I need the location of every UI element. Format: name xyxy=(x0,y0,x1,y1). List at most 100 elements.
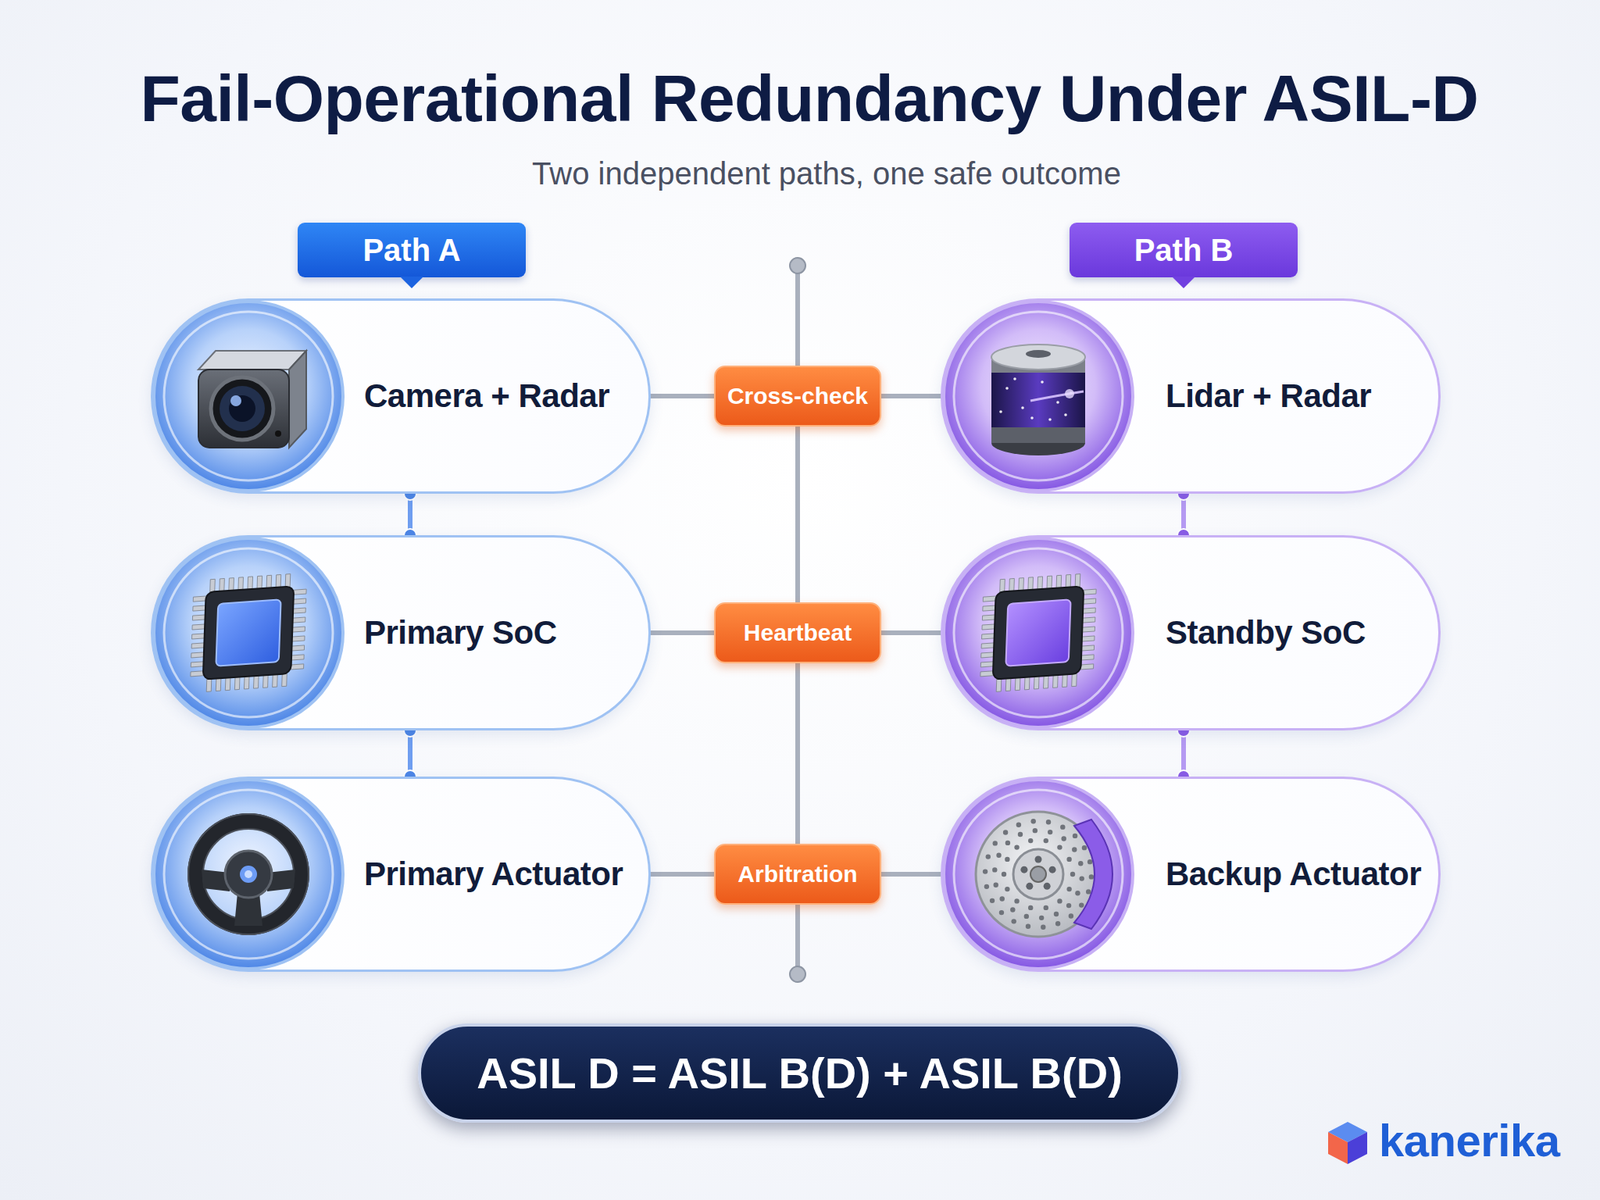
icon-shape xyxy=(992,585,1084,680)
icon-shape xyxy=(400,276,424,289)
connector-line xyxy=(881,393,941,399)
icon-shape xyxy=(1032,828,1038,833)
mechanism-label: Heartbeat xyxy=(743,619,852,647)
icon-shape xyxy=(1035,856,1043,864)
icon-shape xyxy=(215,599,281,666)
component-label: Primary SoC xyxy=(364,614,558,652)
icon-shape xyxy=(1066,857,1072,862)
icon-shape xyxy=(1014,844,1019,850)
icon-shape xyxy=(991,344,1086,456)
icon-shape xyxy=(999,910,1004,915)
icon-shape xyxy=(992,840,998,846)
path-tag-label: Path B xyxy=(1134,232,1234,268)
icon-shape xyxy=(979,572,1097,693)
mechanism-box: Arbitration xyxy=(714,843,882,905)
icon-shape xyxy=(1066,903,1072,908)
mechanism-box: Cross-check xyxy=(714,365,882,427)
icon-shape xyxy=(188,814,309,935)
icon-shape xyxy=(230,395,242,407)
path-tag: Path A xyxy=(297,222,526,278)
connector-line xyxy=(795,663,800,844)
icon-shape xyxy=(1072,833,1078,839)
icon-shape xyxy=(1043,882,1051,890)
icon-shape xyxy=(975,811,1113,937)
icon-shape xyxy=(982,868,988,874)
connector-line xyxy=(881,630,941,636)
icon-shape xyxy=(1003,829,1008,835)
icon-shape xyxy=(1030,391,1084,401)
icon-shape xyxy=(953,548,1123,718)
icon-badge xyxy=(940,298,1136,494)
icon-shape xyxy=(1048,417,1052,422)
icon-shape xyxy=(1025,924,1031,929)
icon-shape xyxy=(1028,905,1033,911)
diagram-title: Fail-Operational Redundancy Under ASIL-D xyxy=(9,60,1600,137)
icon-shape xyxy=(1030,818,1036,824)
icon-shape xyxy=(275,430,282,437)
icon-shape xyxy=(999,410,1003,414)
logo-face xyxy=(1328,1132,1348,1165)
icon-shape xyxy=(1068,913,1074,918)
icon-shape xyxy=(985,853,991,859)
icon-badge xyxy=(940,776,1136,972)
icon-shape xyxy=(1066,886,1072,892)
icon-shape xyxy=(1005,840,1011,846)
spine-end-dot xyxy=(789,966,806,983)
icon-shape xyxy=(1043,838,1049,843)
icon-shape xyxy=(210,377,274,440)
connector-line xyxy=(650,630,715,636)
icon-shape xyxy=(1013,377,1017,381)
icon-shape xyxy=(1005,599,1071,666)
icon-shape xyxy=(1071,846,1077,852)
icon-shape xyxy=(1171,276,1196,289)
spine-line xyxy=(795,904,800,975)
icon-shape xyxy=(943,779,1133,969)
icon-shape xyxy=(1010,907,1015,912)
path-tag: Path B xyxy=(1069,222,1298,278)
icon-shape xyxy=(1085,889,1091,894)
icon-shape xyxy=(943,538,1133,728)
icon-shape xyxy=(996,852,1001,858)
icon-shape xyxy=(1025,882,1033,890)
icon-shape xyxy=(1005,386,1009,390)
icon-shape xyxy=(1043,905,1049,911)
icon-shape xyxy=(1055,921,1061,926)
icon-shape xyxy=(953,789,1123,959)
brand-logo xyxy=(1328,1121,1368,1165)
icon-shape xyxy=(979,572,1097,693)
icon-shape xyxy=(1010,918,1016,924)
path-tag-label: Path A xyxy=(362,232,461,268)
icon-shape xyxy=(198,350,307,370)
icon-shape xyxy=(164,311,333,481)
icon-shape xyxy=(1060,824,1065,829)
component-label: Camera + Radar xyxy=(364,377,610,415)
connector-line xyxy=(795,426,800,603)
icon-shape xyxy=(993,882,999,888)
icon-shape xyxy=(1064,413,1068,417)
mechanism-box: Heartbeat xyxy=(714,602,882,664)
icon-shape xyxy=(189,572,308,693)
icon-shape xyxy=(225,850,272,898)
icon-shape xyxy=(153,538,343,728)
icon-shape xyxy=(1039,915,1044,921)
icon-shape xyxy=(1000,896,1005,901)
icon-shape xyxy=(992,867,997,872)
icon-shape xyxy=(1020,866,1028,874)
icon-badge xyxy=(150,298,347,494)
icon-shape xyxy=(1053,911,1059,917)
spine-line xyxy=(795,265,800,366)
icon-shape xyxy=(1004,886,1010,892)
icon-shape xyxy=(1057,844,1062,850)
tag-pointer xyxy=(400,276,424,290)
icon-shape xyxy=(991,344,1086,370)
icon-shape xyxy=(1013,849,1064,900)
icon-shape xyxy=(1040,925,1046,930)
icon-shape xyxy=(188,814,309,935)
component-card: Standby SoC xyxy=(940,535,1441,731)
icon-shape xyxy=(1056,400,1060,404)
icon-shape xyxy=(989,898,995,904)
icon-shape xyxy=(1021,406,1025,410)
icon-shape xyxy=(1030,866,1047,883)
icon-shape xyxy=(195,821,302,928)
